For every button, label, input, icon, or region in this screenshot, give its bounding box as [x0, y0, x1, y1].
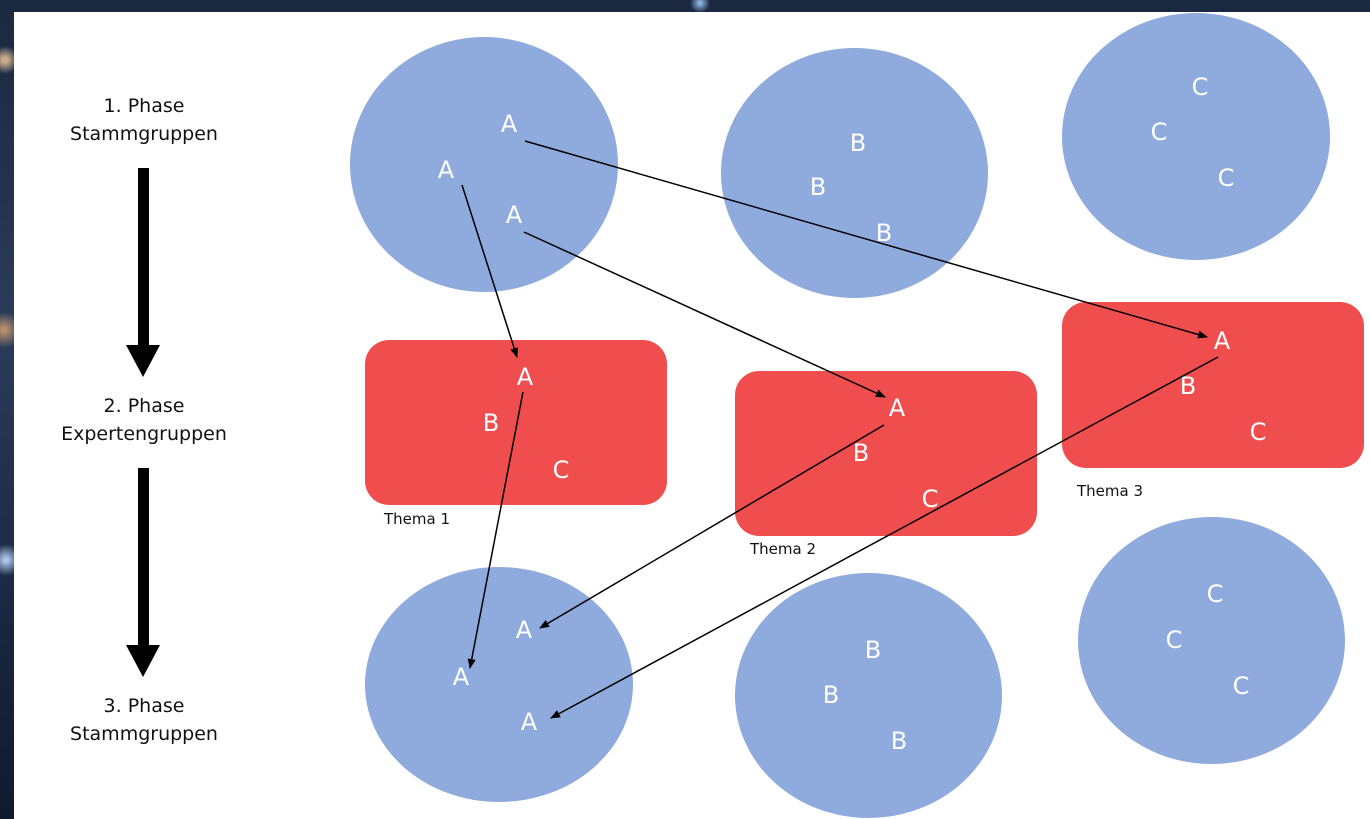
- expert-1-member-a: A: [516, 363, 534, 391]
- flow-arrow-2-head: [126, 645, 160, 677]
- phase-3-number: 3. Phase: [103, 695, 185, 717]
- home-group-c-bottom: [1078, 517, 1345, 764]
- expert-2-member-a: A: [888, 394, 906, 422]
- member-c1-bottom: C: [1206, 580, 1224, 608]
- member-b1-top: B: [849, 129, 867, 157]
- phase-3-name: Stammgruppen: [70, 723, 218, 745]
- phase-1-label: 1. Phase Stammgruppen: [24, 92, 264, 148]
- phase-1-number: 1. Phase: [103, 95, 185, 117]
- expert-3-member-a: A: [1213, 327, 1231, 355]
- expert-1-member-b: B: [482, 409, 500, 437]
- member-a3-top: A: [505, 201, 523, 229]
- expert-2-member-b: B: [852, 439, 870, 467]
- expert-group-3: [1062, 302, 1364, 468]
- thema-2-label: Thema 2: [750, 540, 817, 558]
- member-a2-bottom: A: [452, 663, 470, 691]
- flow-arrow-2-stem: [138, 468, 149, 650]
- expert-1-member-c: C: [552, 456, 570, 484]
- member-b3-bottom: B: [890, 727, 908, 755]
- member-a1-top: A: [500, 110, 518, 138]
- arrow-thema-3-to-home: [550, 356, 1219, 719]
- arrow-a1-to-thema-3: [524, 140, 1208, 339]
- expert-group-1: [365, 340, 667, 505]
- member-b2-top: B: [809, 173, 827, 201]
- member-c2-bottom: C: [1165, 626, 1183, 654]
- member-c1-top: C: [1191, 73, 1209, 101]
- expert-3-member-b: B: [1179, 372, 1197, 400]
- home-group-a-bottom: [365, 567, 633, 802]
- thema-3-label: Thema 3: [1077, 482, 1144, 500]
- member-c3-top: C: [1217, 164, 1235, 192]
- home-group-c-top: [1062, 13, 1330, 260]
- expert-group-2: [735, 371, 1037, 536]
- phase-2-label: 2. Phase Expertengruppen: [24, 392, 264, 448]
- member-c3-bottom: C: [1232, 672, 1250, 700]
- home-group-b-bottom: [735, 573, 1002, 818]
- arrow-thema-2-to-home: [539, 424, 885, 629]
- flow-arrow-1-head: [126, 345, 160, 377]
- member-a3-bottom: A: [520, 708, 538, 736]
- phase-2-name: Expertengruppen: [61, 423, 227, 445]
- expert-2-member-c: C: [921, 485, 939, 513]
- member-b2-bottom: B: [822, 681, 840, 709]
- phase-3-label: 3. Phase Stammgruppen: [24, 692, 264, 748]
- phase-2-number: 2. Phase: [103, 395, 185, 417]
- member-a1-bottom: A: [515, 616, 533, 644]
- arrow-a2-to-thema-1: [461, 184, 519, 358]
- thema-1-label: Thema 1: [384, 510, 451, 528]
- flow-arrow-1-stem: [138, 168, 149, 350]
- member-b1-bottom: B: [864, 636, 882, 664]
- arrow-thema-1-to-home: [467, 391, 524, 669]
- member-b3-top: B: [875, 219, 893, 247]
- home-group-a-top: [350, 37, 618, 292]
- member-a2-top: A: [437, 156, 455, 184]
- member-c2-top: C: [1150, 118, 1168, 146]
- phase-1-name: Stammgruppen: [70, 123, 218, 145]
- home-group-b-top: [721, 48, 988, 298]
- arrow-a3-to-thema-2: [523, 231, 886, 398]
- expert-3-member-c: C: [1249, 418, 1267, 446]
